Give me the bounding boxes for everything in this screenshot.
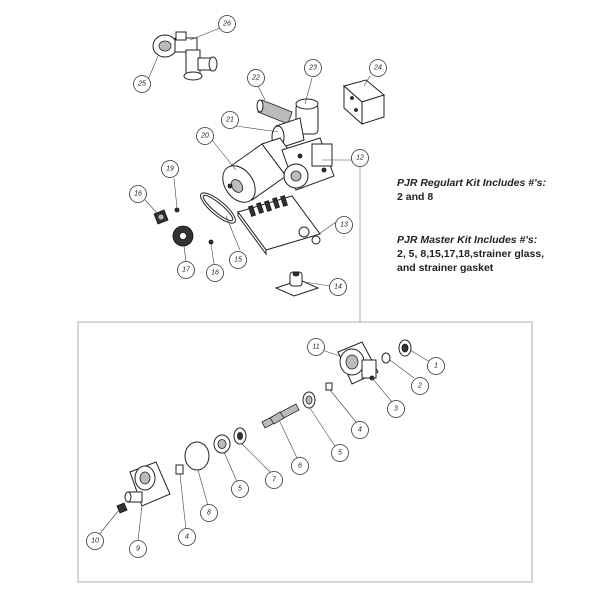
svg-text:17: 17 [182, 267, 191, 274]
svg-text:6: 6 [298, 463, 302, 470]
svg-text:8: 8 [207, 510, 211, 517]
svg-text:1: 1 [434, 363, 438, 370]
master-kit-items-line1: 2, 5, 8,15,17,18,strainer glass, [397, 248, 545, 260]
callout-3: 3 [387, 400, 405, 418]
svg-text:12: 12 [356, 155, 364, 162]
svg-text:11: 11 [312, 344, 319, 351]
regular-kit-title: PJR Regulart Kit Includes #'s: [397, 177, 546, 189]
svg-text:15: 15 [234, 257, 242, 264]
bearing-part [213, 434, 231, 454]
svg-text:19: 19 [166, 166, 174, 173]
strainer-box-part [342, 79, 386, 126]
callout-9: 9 [129, 540, 147, 558]
washer-part [233, 427, 247, 445]
svg-text:16: 16 [211, 270, 219, 277]
svg-text:16: 16 [134, 191, 142, 198]
bearing-part [302, 391, 316, 409]
svg-text:3: 3 [394, 406, 398, 413]
callout-15: 15 [229, 251, 247, 269]
callout-16b: 16 [206, 264, 224, 282]
leader-lines [97, 27, 431, 541]
motor-part [222, 137, 301, 203]
svg-text:2: 2 [417, 383, 422, 390]
callout-13: 13 [335, 216, 353, 234]
svg-text:20: 20 [200, 133, 209, 140]
svg-text:21: 21 [225, 117, 234, 124]
callout-8: 8 [200, 504, 218, 522]
callout-26: 26 [218, 15, 236, 33]
regular-kit-items: 2 and 8 [397, 191, 434, 203]
callout-7: 7 [265, 471, 283, 489]
callout-4b: 4 [178, 528, 196, 546]
svg-text:14: 14 [334, 284, 342, 291]
svg-text:24: 24 [373, 65, 382, 72]
callout-16a: 16 [129, 185, 147, 203]
callout-20: 20 [196, 127, 214, 145]
callout-23: 23 [304, 59, 322, 77]
master-kit-title: PJR Master Kit Includes #'s: [397, 234, 538, 246]
callout-12: 12 [351, 149, 369, 167]
belt-part [200, 192, 236, 224]
gear-part [172, 225, 194, 247]
screw-part [174, 207, 180, 213]
svg-text:4: 4 [358, 427, 362, 434]
svg-text:7: 7 [272, 477, 277, 484]
seal-part [398, 339, 412, 357]
svg-text:4: 4 [185, 534, 189, 541]
svg-text:22: 22 [251, 75, 260, 82]
large-o-ring-part [184, 441, 210, 471]
front-housing-part [124, 461, 171, 507]
screw-part [208, 239, 214, 245]
master-kit-items-line2: and strainer gasket [397, 262, 494, 274]
callout-5b: 5 [231, 480, 249, 498]
bushing-part [175, 464, 184, 475]
circuit-board-part [237, 195, 321, 256]
callout-1: 1 [427, 357, 445, 375]
svg-text:5: 5 [238, 486, 242, 493]
valve-fitting-part [152, 31, 218, 81]
callout-17: 17 [177, 261, 195, 279]
pump-housing-part [337, 341, 379, 385]
svg-text:23: 23 [308, 65, 317, 72]
fitting-part [116, 502, 128, 514]
o-ring-part [381, 352, 391, 364]
callout-25: 25 [133, 75, 151, 93]
bracket-part [274, 271, 320, 297]
svg-text:5: 5 [338, 450, 342, 457]
callout-2: 2 [411, 377, 429, 395]
callout-5a: 5 [331, 444, 349, 462]
callout-22: 22 [247, 69, 265, 87]
pump-detail-frame [77, 162, 533, 583]
callout-6: 6 [291, 457, 309, 475]
callout-19: 19 [161, 160, 179, 178]
pump-head-part [281, 137, 335, 191]
svg-text:26: 26 [222, 21, 231, 28]
callout-4a: 4 [351, 421, 369, 439]
shaft-part [261, 403, 300, 429]
svg-text:25: 25 [137, 81, 146, 88]
callout-11: 11 [307, 338, 325, 356]
shaft-elbow-part [256, 98, 319, 149]
callout-10: 10 [86, 532, 104, 550]
callout-21: 21 [221, 111, 239, 129]
callout-24: 24 [369, 59, 387, 77]
svg-text:9: 9 [136, 546, 140, 553]
bushing-part [325, 382, 333, 391]
svg-text:10: 10 [91, 538, 99, 545]
svg-text:13: 13 [340, 222, 348, 229]
callout-14: 14 [329, 278, 347, 296]
